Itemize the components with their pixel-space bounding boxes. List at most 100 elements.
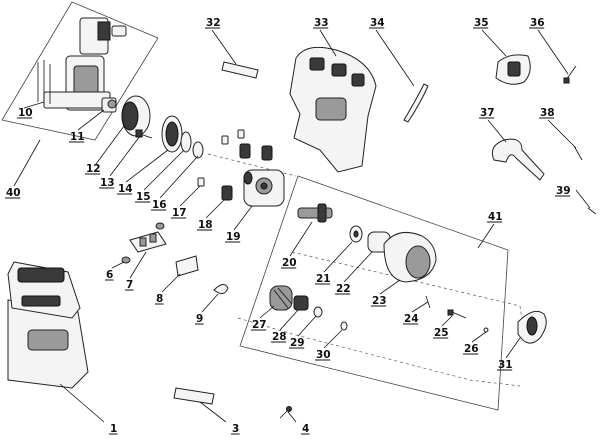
part-16-washer xyxy=(192,141,204,159)
callout-label-23: 23 xyxy=(372,295,387,307)
dashed-outlines xyxy=(207,153,526,387)
motor-assembly-frame xyxy=(1,1,159,141)
callout-label-37: 37 xyxy=(480,107,495,119)
leader-line-22 xyxy=(343,251,373,283)
callout-label-19: 19 xyxy=(226,231,241,243)
callout-label-13: 13 xyxy=(100,177,115,189)
leader-line-37 xyxy=(487,119,507,143)
part-31-nose-cap xyxy=(517,310,547,344)
part-28-spring-small xyxy=(293,295,309,311)
callout-label-16: 16 xyxy=(152,199,167,211)
callout-label-40: 40 xyxy=(6,187,21,199)
callout-label-8: 8 xyxy=(156,293,163,305)
callout-label-38: 38 xyxy=(540,107,555,119)
leader-line-11 xyxy=(77,109,105,131)
part-6-spring xyxy=(121,222,165,264)
part-14-stator xyxy=(161,115,183,153)
leader-line-12 xyxy=(95,125,125,165)
leader-line-31 xyxy=(505,337,521,359)
callout-label-10: 10 xyxy=(18,107,33,119)
callout-label-4: 4 xyxy=(302,423,309,435)
leader-line-17 xyxy=(179,185,201,207)
gear-assembly-frame xyxy=(239,175,509,411)
callout-label-36: 36 xyxy=(530,17,545,29)
part-20-spindle xyxy=(297,203,333,223)
leader-line-23 xyxy=(379,279,401,295)
callout-label-22: 22 xyxy=(336,283,351,295)
callout-label-30: 30 xyxy=(316,349,331,361)
leader-line-32 xyxy=(211,29,237,65)
leader-line-19 xyxy=(233,205,253,231)
leader-line-34 xyxy=(375,29,415,87)
part-29-ring xyxy=(313,306,323,318)
callout-label-26: 26 xyxy=(464,343,479,355)
callout-label-18: 18 xyxy=(198,219,213,231)
leader-line-16 xyxy=(159,155,199,199)
leader-line-25 xyxy=(441,315,453,327)
callout-label-17: 17 xyxy=(172,207,187,219)
callout-leaders xyxy=(13,29,591,423)
part-15-rotor-ring xyxy=(180,131,192,153)
leader-line-9 xyxy=(201,293,219,313)
leader-line-27 xyxy=(259,305,275,319)
callout-label-41: 41 xyxy=(488,211,503,223)
callout-label-29: 29 xyxy=(290,337,305,349)
callout-label-31: 31 xyxy=(498,359,513,371)
callout-label-14: 14 xyxy=(118,183,133,195)
part-23-gear-housing xyxy=(383,231,437,283)
leader-line-41 xyxy=(477,223,495,249)
callout-label-21: 21 xyxy=(316,273,331,285)
callout-label-3: 3 xyxy=(232,423,239,435)
part-9-lens xyxy=(213,284,229,294)
part-10-motor-assembly xyxy=(37,17,127,111)
leader-line-20 xyxy=(289,221,313,257)
callout-label-11: 11 xyxy=(70,131,85,143)
part-27-spring xyxy=(269,285,293,311)
leader-line-36 xyxy=(537,29,569,75)
callout-label-24: 24 xyxy=(404,313,419,325)
callout-label-20: 20 xyxy=(282,257,297,269)
callout-label-39: 39 xyxy=(556,185,571,197)
leader-line-26 xyxy=(471,331,487,343)
callout-label-33: 33 xyxy=(314,17,329,29)
leader-line-33 xyxy=(319,29,337,57)
part-32-label-strip xyxy=(221,61,259,79)
leader-line-15 xyxy=(143,149,185,191)
leader-line-1 xyxy=(59,383,105,423)
leader-line-24 xyxy=(411,301,429,313)
leader-line-28 xyxy=(279,309,299,331)
part-1-housing xyxy=(7,261,89,389)
part-39-screw xyxy=(587,207,597,215)
part-25-screw xyxy=(447,309,467,319)
part-34-grip-strip xyxy=(403,83,429,123)
part-4-screw xyxy=(279,406,292,419)
leader-line-40 xyxy=(13,139,41,187)
leader-line-35 xyxy=(481,29,507,57)
part-33-housing-half xyxy=(289,46,377,173)
callout-label-28: 28 xyxy=(272,331,287,343)
leader-line-6 xyxy=(111,261,125,269)
part-21-washer xyxy=(349,225,363,243)
leader-line-14 xyxy=(125,149,169,183)
part-17-pin xyxy=(197,129,245,187)
part-18-planet-gears xyxy=(221,143,273,201)
part-30-ring xyxy=(340,321,348,331)
callout-label-1: 1 xyxy=(110,423,117,435)
leader-line-39 xyxy=(575,189,591,209)
callout-label-27: 27 xyxy=(252,319,267,331)
part-7-bracket xyxy=(129,231,167,253)
callout-label-12: 12 xyxy=(86,163,101,175)
callout-label-25: 25 xyxy=(434,327,449,339)
callout-label-7: 7 xyxy=(126,279,133,291)
part-26-washer xyxy=(483,327,489,333)
callout-label-9: 9 xyxy=(196,313,203,325)
part-19-gear-carrier xyxy=(243,169,285,207)
part-11-switch xyxy=(101,97,117,113)
leader-line-3 xyxy=(199,401,227,423)
part-37-belt-clip xyxy=(491,138,545,181)
leader-line-29 xyxy=(297,315,317,337)
leader-line-18 xyxy=(205,199,225,219)
callout-label-32: 32 xyxy=(206,17,221,29)
leader-line-30 xyxy=(323,329,343,349)
